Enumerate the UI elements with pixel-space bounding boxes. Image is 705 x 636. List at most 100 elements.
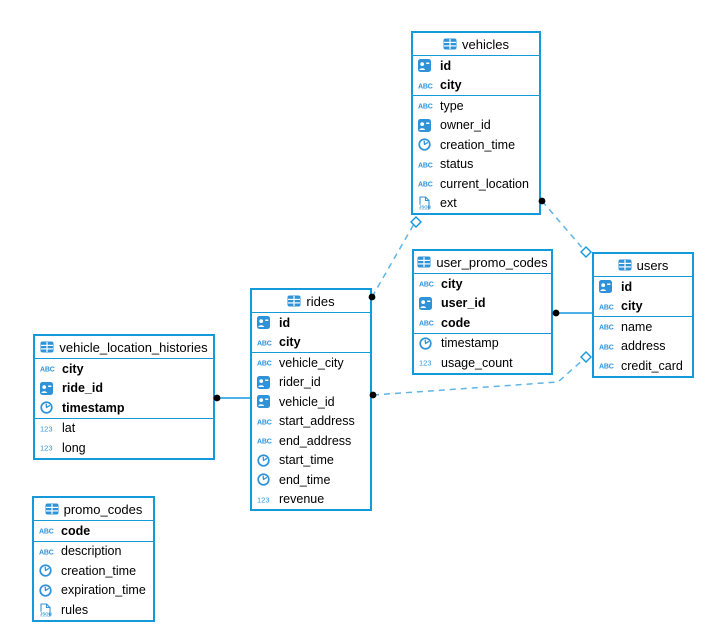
field-row-timestamp[interactable]: timestamp <box>35 398 213 418</box>
field-row-vehicle_id[interactable]: vehicle_id <box>252 392 370 412</box>
field-row-rider_id[interactable]: rider_id <box>252 373 370 393</box>
clock-icon <box>257 473 274 486</box>
abc-icon: ABC <box>599 361 616 371</box>
field-row-expiration_time[interactable]: expiration_time <box>34 581 153 601</box>
numeric-123-icon: 123 <box>40 424 57 433</box>
field-name: creation_time <box>440 137 516 152</box>
field-name: vehicle_id <box>279 394 335 409</box>
field-row-end_time[interactable]: end_time <box>252 470 370 490</box>
field-row-creation_time[interactable]: creation_time <box>34 561 153 581</box>
svg-text:ABC: ABC <box>418 162 433 169</box>
abc-icon: ABC <box>257 338 274 347</box>
field-row-address[interactable]: ABC address <box>594 337 692 357</box>
field-row-description[interactable]: ABC description <box>34 542 153 562</box>
table-header[interactable]: vehicle_location_histories <box>35 336 213 359</box>
clock-icon <box>418 138 435 151</box>
field-row-id[interactable]: id <box>413 56 539 76</box>
id-badge-icon <box>418 59 435 73</box>
field-name: expiration_time <box>61 583 146 597</box>
field-name: description <box>61 544 122 558</box>
field-row-start_time[interactable]: start_time <box>252 451 370 471</box>
field-row-id[interactable]: id <box>594 277 692 297</box>
table-header[interactable]: users <box>594 254 692 277</box>
table-title: users <box>636 257 669 273</box>
field-name: current_location <box>440 176 529 191</box>
numeric-123-icon: 123 <box>419 358 436 368</box>
field-name: status <box>440 157 474 171</box>
table-header[interactable]: user_promo_codes <box>414 251 551 274</box>
field-row-user_id[interactable]: user_id <box>414 294 551 314</box>
clock-icon <box>40 401 57 414</box>
table-title: vehicle_location_histories <box>59 339 208 355</box>
table-icon <box>417 256 431 268</box>
field-name: id <box>279 315 291 330</box>
field-row-creation_time[interactable]: creation_time <box>413 135 539 155</box>
field-name: rider_id <box>279 375 321 389</box>
field-row-ride_id[interactable]: ride_id <box>35 379 213 399</box>
id-badge-icon <box>599 280 616 294</box>
json-icon: JSON <box>39 603 56 617</box>
relation-endpoint-diamond <box>410 216 422 228</box>
numeric-123-icon: 123 <box>257 495 274 504</box>
field-name: type <box>440 98 464 113</box>
abc-icon: ABC <box>599 302 616 311</box>
field-row-status[interactable]: ABC status <box>413 155 539 175</box>
svg-text:123: 123 <box>257 495 270 504</box>
field-name: address <box>621 339 666 353</box>
svg-text:ABC: ABC <box>39 549 54 556</box>
table-icon <box>287 295 301 307</box>
field-name: owner_id <box>440 118 491 132</box>
svg-text:ABC: ABC <box>418 83 433 90</box>
field-name: city <box>62 361 84 376</box>
table-header[interactable]: vehicles <box>413 33 539 56</box>
field-row-id[interactable]: id <box>252 313 370 333</box>
relation-vehicles-to-users[interactable] <box>541 200 585 251</box>
field-name: start_address <box>279 414 355 428</box>
table-header[interactable]: promo_codes <box>34 498 153 521</box>
relation-endpoint-diamond <box>580 351 592 363</box>
abc-icon: ABC <box>257 436 274 446</box>
field-row-timestamp[interactable]: timestamp <box>414 334 551 354</box>
field-row-owner_id[interactable]: owner_id <box>413 116 539 136</box>
relation-endpoint-diamond <box>580 246 592 258</box>
svg-text:ABC: ABC <box>599 344 614 351</box>
clock-icon <box>39 584 56 597</box>
field-name: timestamp <box>62 400 125 415</box>
table-header[interactable]: rides <box>252 290 370 313</box>
svg-text:ABC: ABC <box>257 361 272 368</box>
relation-rides-to-vehicles[interactable] <box>371 223 415 298</box>
svg-text:ABC: ABC <box>257 439 272 446</box>
field-name: code <box>61 523 91 538</box>
svg-text:ABC: ABC <box>599 364 614 371</box>
svg-text:123: 123 <box>419 359 432 368</box>
